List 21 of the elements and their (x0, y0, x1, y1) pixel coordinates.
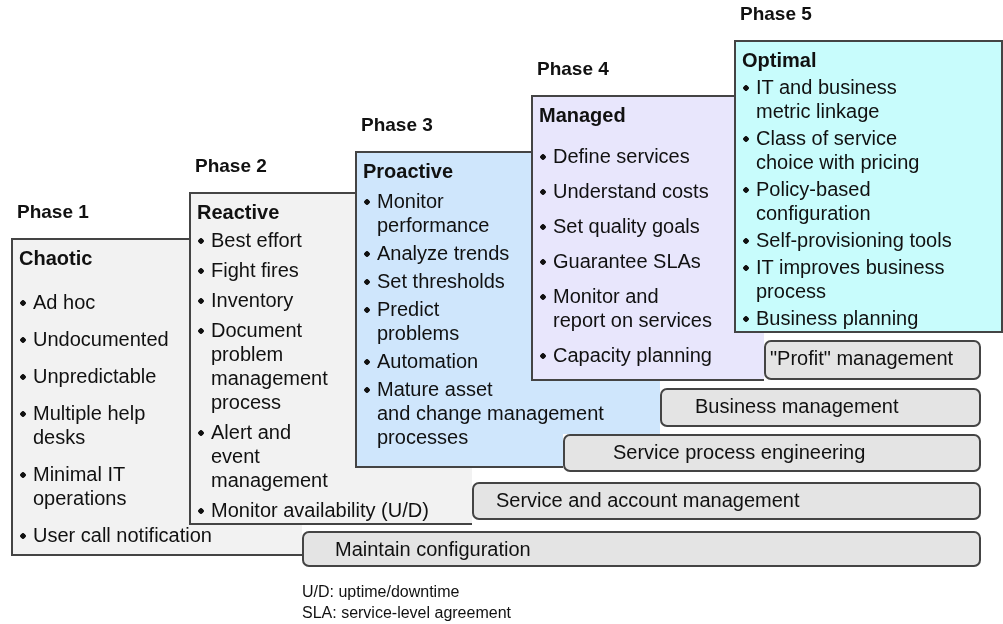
stage-title: Chaotic (19, 246, 93, 270)
stage-title: Optimal (742, 48, 817, 72)
capability-bar (660, 388, 981, 427)
phase-heading: Phase 5 (740, 2, 812, 26)
stage-title: Reactive (197, 200, 280, 224)
bar-label: "Profit" management (770, 347, 954, 369)
phase-heading: Phase 1 (17, 200, 89, 224)
capability-bar (302, 531, 981, 567)
phase-heading: Phase 3 (361, 113, 433, 137)
bar-label: Maintain configuration (335, 538, 531, 560)
bar-label: Service and account management (496, 489, 800, 511)
phase-heading: Phase 2 (195, 154, 267, 178)
capability-bar (764, 340, 981, 380)
bar-label: Business management (695, 395, 899, 417)
footnote: SLA: service-level agreement (302, 603, 511, 623)
phase-heading: Phase 4 (537, 57, 609, 81)
capability-bar (472, 482, 981, 520)
stage-title: Proactive (363, 159, 454, 183)
stage-title: Managed (539, 103, 626, 127)
footnote: U/D: uptime/downtime (302, 582, 460, 602)
capability-bar (563, 434, 981, 472)
